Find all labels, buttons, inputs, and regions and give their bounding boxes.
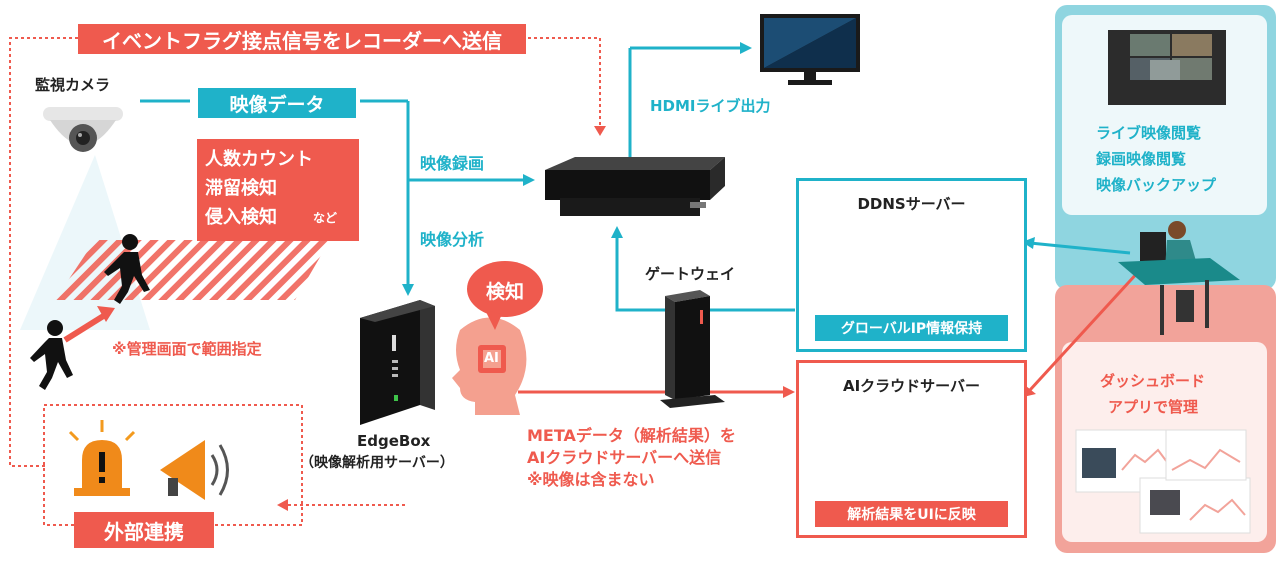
viewer-line-1: ライブ映像閲覧: [1096, 124, 1202, 142]
hatched-range-area: [55, 240, 330, 300]
viewer-line-3: 映像バックアップ: [1096, 176, 1217, 194]
range-arrow-line: [63, 312, 107, 343]
operator-icon: [1118, 221, 1240, 335]
event-signal-text: イベントフラグ接点信号をレコーダーへ送信: [102, 28, 502, 53]
dashboard-screenshot: [1075, 429, 1251, 534]
ddns-server-box: DDNSサーバー グローバルIP情報保持: [796, 178, 1027, 352]
ai-head-icon: [452, 317, 527, 415]
arrow-to-edgebox: [402, 284, 414, 296]
features-suffix: など: [313, 211, 338, 225]
viewer-line-2: 録画映像閲覧: [1096, 150, 1187, 168]
hdmi-label: HDMIライブ出力: [650, 97, 771, 115]
ai-chip-label: AI: [484, 351, 499, 366]
ddns-caption-pill: グローバルIP情報保持: [815, 315, 1008, 341]
arrow-to-recorder: [523, 174, 535, 186]
edgebox-sub: （映像解析用サーバー）: [300, 455, 454, 471]
range-arrowhead: [97, 306, 115, 322]
person-walking-icon: [104, 234, 150, 304]
ddns-title: DDNSサーバー: [857, 195, 966, 213]
megaphone-icon: [160, 440, 229, 500]
arrow-to-monitor: [740, 42, 752, 54]
camera-label: 監視カメラ: [35, 76, 111, 94]
edgebox-name: EdgeBox: [357, 432, 431, 450]
feature-3: 侵入検知: [205, 207, 277, 228]
gateway-icon: [660, 290, 725, 408]
ai-cloud-caption: 解析結果をUIに反映: [847, 507, 976, 523]
gateway-label: ゲートウェイ: [645, 265, 736, 283]
event-signal-banner: イベントフラグ接点信号をレコーダーへ送信: [78, 24, 526, 54]
recorder-icon: [545, 157, 725, 216]
features-box: 人数カウント 滞留検知 侵入検知 など: [197, 139, 359, 241]
feature-2: 滞留検知: [205, 178, 277, 199]
ddns-link-line: [1029, 241, 1131, 255]
event-signal-arrowhead: [594, 126, 606, 136]
monitor-icon: [760, 14, 860, 85]
viewer-screenshot: [1108, 30, 1226, 105]
ai-cloud-server-box: AIクラウドサーバー 解析結果をUIに反映: [796, 360, 1027, 538]
arrow-gateway-to-recorder: [611, 226, 623, 238]
ai-cloud-link-line: [1028, 268, 1142, 392]
detect-bubble-text: 検知: [486, 281, 525, 303]
video-data-lines: [140, 46, 795, 312]
video-data-text: 映像データ: [229, 93, 325, 116]
analysis-label: 映像分析: [420, 230, 485, 249]
meta-line-3: ※映像は含まない: [527, 470, 655, 489]
ddns-link-arrowhead: [1022, 237, 1035, 249]
external-text: 外部連携: [104, 519, 184, 544]
ddns-caption: グローバルIP情報保持: [840, 321, 983, 337]
meta-line-1: METAデータ（解析結果）を: [527, 426, 736, 445]
detect-bubble: [467, 261, 543, 330]
dashboard-line-2: アプリで管理: [1108, 398, 1199, 416]
video-data-pill: 映像データ: [198, 88, 356, 118]
feature-1: 人数カウント: [205, 149, 313, 170]
warning-light-icon: [68, 420, 136, 496]
event-signal-dotted-line: [9, 37, 601, 467]
ai-cloud-title: AIクラウドサーバー: [842, 377, 981, 395]
edgebox-server-icon: [360, 300, 435, 425]
edgebox-to-external-arrowhead: [277, 499, 288, 511]
meta-arrowhead: [783, 386, 795, 398]
meta-line-2: AIクラウドサーバーへ送信: [527, 448, 722, 467]
external-pill: 外部連携: [74, 512, 214, 548]
ai-cloud-caption-pill: 解析結果をUIに反映: [815, 501, 1008, 527]
record-label: 映像録画: [420, 154, 485, 173]
range-note: ※管理画面で範囲指定: [112, 340, 262, 358]
person-walking-icon-2: [30, 320, 73, 390]
dashboard-line-1: ダッシュボード: [1100, 372, 1206, 390]
